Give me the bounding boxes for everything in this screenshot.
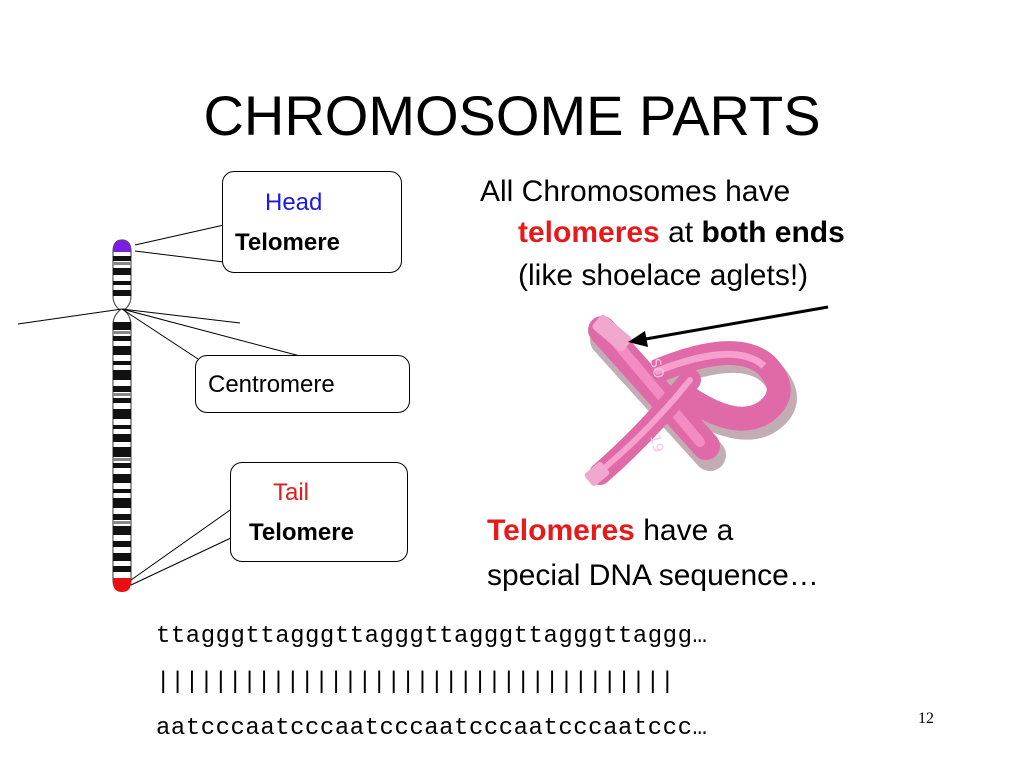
chromosome-ideogram-icon [112,239,132,592]
head-label: Head [265,189,323,216]
at-word: at [668,216,694,249]
statement-line-2: telomeres at both ends [518,213,845,253]
dna-base-pairs: |||||||||||||||||||||||||||||||||||| [156,669,675,696]
tail-telomere-cap [113,578,131,592]
tail-telomere-word: Telomere [249,519,354,546]
svg-text:19: 19 [646,433,666,454]
both-ends-text: both ends [701,216,845,249]
statement-line-3: (like shoelace aglets!) [518,259,809,292]
arrow-pointer-icon [628,305,829,347]
statement-line-1: All Chromosomes have [480,175,791,208]
dna-bottom-strand: aatcccaatcccaatcccaatcccaatcccaatccc… [156,715,708,742]
tail-telomere-callout: Tail Telomere [230,462,408,562]
tail-label: Tail [273,479,310,506]
svg-text:SO: SO [646,357,667,380]
head-telomere-callout: Head Telomere [222,171,402,273]
telomeres-heading: Telomeres [487,514,635,547]
pink-shoelace-icon: SO 19 [584,314,797,486]
callout-pointers [17,224,301,586]
centromere-label: Centromere [208,371,335,398]
centromere-callout: Centromere [195,355,410,413]
sequence-intro-line-2: special DNA sequence… [487,559,819,592]
head-telomere-word: Telomere [235,229,340,256]
sequence-intro-line-1: Telomeres have a [487,511,733,551]
slide-title: CHROMOSOME PARTS [203,84,821,147]
head-telomere-cap [113,240,131,252]
page-number: 12 [918,710,934,727]
dna-top-strand: ttagggttagggttagggttagggttagggttaggg… [156,623,708,650]
have-a-text: have a [643,514,734,547]
telomeres-highlight: telomeres [518,216,660,249]
